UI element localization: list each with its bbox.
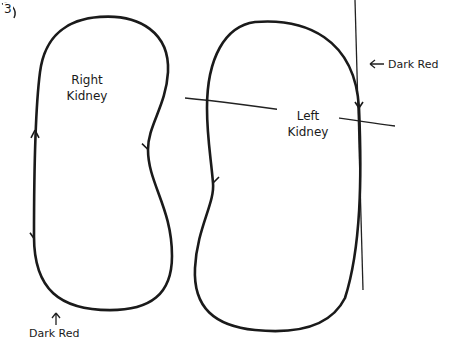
circle-mark xyxy=(2,4,15,18)
kidney-shape xyxy=(30,14,175,314)
organ-name: Left Kidney xyxy=(277,108,339,140)
pointer-arrow xyxy=(370,60,384,68)
organ-name: Right Kidney xyxy=(55,72,119,104)
color-note: Dark Red xyxy=(28,327,81,340)
kidney-outline: Right Kidney xyxy=(30,14,175,314)
pointer-arrow xyxy=(52,313,60,325)
kidney-outline: Left Kidney xyxy=(185,18,363,336)
color-note: Dark Red xyxy=(387,58,440,71)
kidney-shape xyxy=(185,18,363,336)
figure-number: 3 xyxy=(3,3,13,16)
